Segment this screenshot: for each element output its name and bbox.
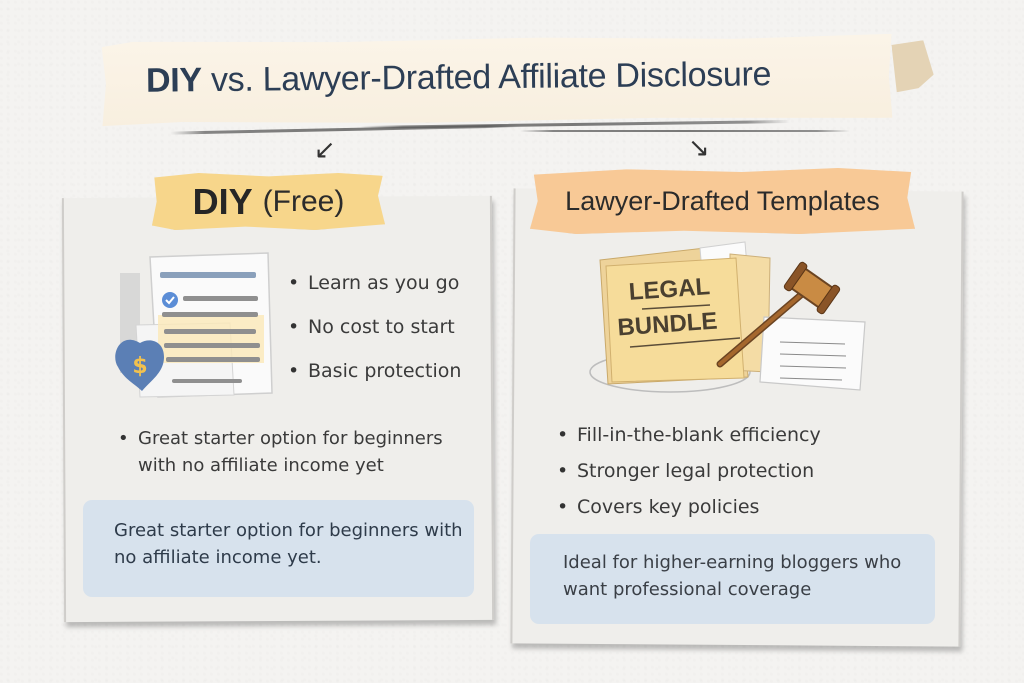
- diy-label-strong: DIY: [192, 180, 253, 222]
- diy-label-light: (Free): [262, 184, 345, 218]
- lawyer-bullet-list: Fill-in-the-blank efficiency Stronger le…: [557, 424, 821, 531]
- diy-bullet-list: Learn as you go No cost to start Basic p…: [288, 272, 461, 403]
- list-item: Learn as you go: [288, 272, 461, 295]
- lawyer-label: Lawyer-Drafted Templates: [530, 168, 915, 234]
- arrow-down-left-icon: ↙: [314, 135, 336, 165]
- svg-text:LEGAL: LEGAL: [628, 273, 711, 306]
- lawyer-callout: Ideal for higher-earning bloggers who wa…: [530, 534, 935, 624]
- list-item: Covers key policies: [557, 496, 821, 519]
- list-item: Great starter option for beginners with …: [118, 425, 478, 479]
- page-title: DIY vs. Lawyer-Drafted Affiliate Disclos…: [146, 54, 866, 101]
- diy-label: DIY (Free): [152, 173, 385, 230]
- arrow-down-right-icon: ↘: [688, 133, 710, 163]
- title-rest: vs. Lawyer-Drafted Affiliate Disclosure: [210, 55, 772, 100]
- svg-text:$: $: [132, 354, 147, 379]
- diy-note-list: Great starter option for beginners with …: [118, 425, 478, 479]
- title-underline: [520, 130, 850, 132]
- list-item: No cost to start: [288, 316, 461, 339]
- tape-strip-decoration: [891, 40, 934, 93]
- document-checklist-icon: $: [115, 252, 273, 398]
- list-item: Basic protection: [288, 360, 461, 383]
- diy-callout: Great starter option for beginners with …: [83, 500, 474, 597]
- legal-bundle-gavel-icon: LEGAL BUNDLE: [589, 241, 866, 393]
- list-item: Fill-in-the-blank efficiency: [557, 424, 821, 447]
- title-bold: DIY: [145, 61, 202, 100]
- lawyer-label-text: Lawyer-Drafted Templates: [565, 185, 880, 216]
- list-item: Stronger legal protection: [557, 460, 821, 483]
